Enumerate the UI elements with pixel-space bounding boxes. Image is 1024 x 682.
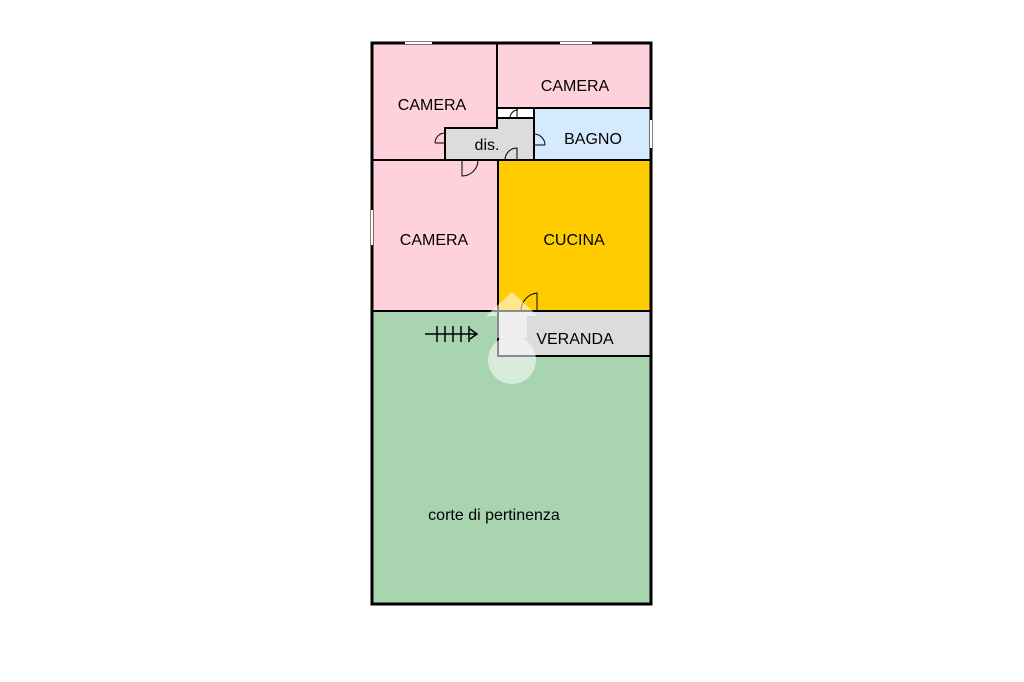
entrance-arrow-icon [425,326,479,342]
label-corte: corte di pertinenza [428,507,560,524]
room-cucina [497,159,652,312]
window-marks [371,42,652,245]
label-disimpegno: dis. [475,137,500,154]
label-veranda: VERANDA [536,331,614,348]
label-cucina: CUCINA [543,232,605,249]
label-bagno: BAGNO [564,131,622,148]
room-camera-middle [371,159,499,312]
label-camera-top-left: CAMERA [398,97,467,114]
outer-wall [370,41,653,606]
room-bagno [533,107,652,161]
label-camera-top-right: CAMERA [541,78,610,95]
room-camera-top-right [496,42,652,109]
label-camera-middle: CAMERA [400,232,469,249]
watermark-logo [486,292,538,384]
